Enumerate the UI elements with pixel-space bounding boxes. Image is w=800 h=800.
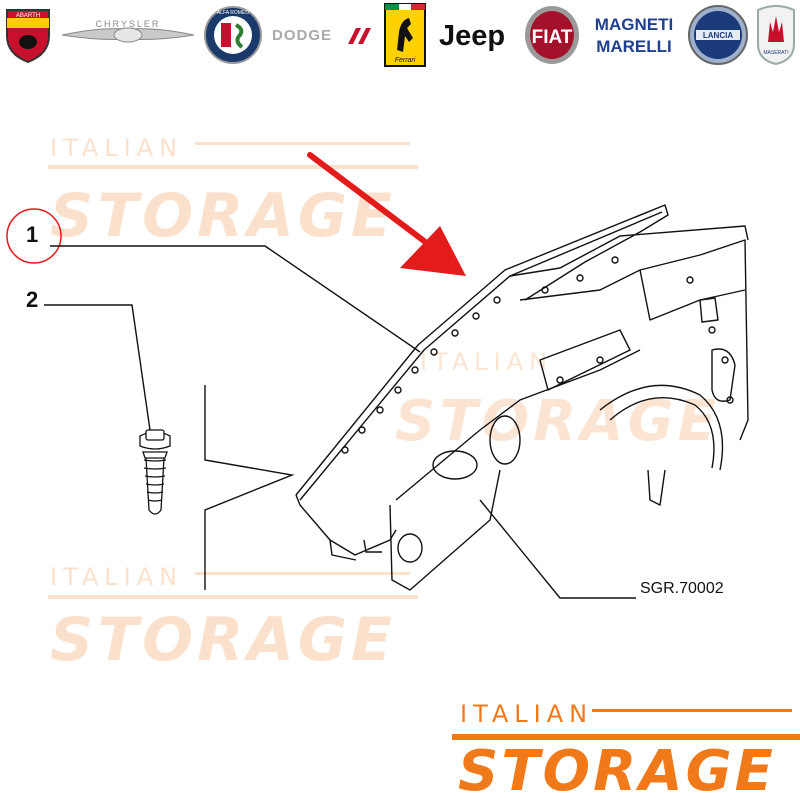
italian-storage-logo: ITALIAN STORAGE xyxy=(452,700,800,800)
ferrari-logo: Ferrari xyxy=(382,3,428,67)
callout-1-circle xyxy=(6,208,62,264)
reference-code: SGR.70002 xyxy=(640,580,724,597)
red-pointer-arrow xyxy=(307,152,466,276)
watermark-upper: ITALIAN STORAGE xyxy=(48,134,418,251)
lancia-logo: LANCIA xyxy=(686,4,750,66)
svg-text:CHRYSLER: CHRYSLER xyxy=(96,19,161,29)
svg-text:MAGNETI: MAGNETI xyxy=(595,15,673,34)
callout-2-leader xyxy=(44,304,151,431)
svg-text:ITALIAN: ITALIAN xyxy=(420,348,553,376)
fender-panel-part xyxy=(295,204,749,591)
watermark-lower: ITALIAN STORAGE xyxy=(48,563,418,675)
watermark-middle: ITALIAN STORAGE xyxy=(395,348,720,454)
dodge-logo: DODGE xyxy=(268,4,376,66)
svg-text:MASERATI: MASERATI xyxy=(763,50,788,56)
jeep-logo: Jeep xyxy=(430,4,514,66)
svg-text:Ferrari: Ferrari xyxy=(395,57,416,64)
svg-text:ALFA ROMEO: ALFA ROMEO xyxy=(217,10,249,16)
callout-2-label: 2 xyxy=(26,287,39,312)
chrysler-logo: CHRYSLER xyxy=(60,4,196,66)
svg-text:LANCIA: LANCIA xyxy=(703,31,733,40)
svg-text:STORAGE: STORAGE xyxy=(395,389,720,454)
svg-text:MARELLI: MARELLI xyxy=(596,37,672,56)
svg-text:ITALIAN: ITALIAN xyxy=(50,563,183,591)
brand-logo-bar: ABARTH CHRYSLER ALFA ROMEO DODGE xyxy=(0,0,800,72)
abarth-logo: ABARTH xyxy=(2,4,54,66)
magneti-marelli-logo: MAGNETI MARELLI xyxy=(588,4,680,66)
callout-2-bracket xyxy=(204,385,295,590)
svg-text:ITALIAN: ITALIAN xyxy=(50,134,183,162)
svg-text:ITALIAN: ITALIAN xyxy=(460,700,593,728)
svg-text:FIAT: FIAT xyxy=(532,27,573,48)
callout-2-group xyxy=(44,304,295,590)
abarth-text: ABARTH xyxy=(16,13,40,19)
alfa-romeo-logo: ALFA ROMEO xyxy=(202,4,264,66)
callout-1-label: 1 xyxy=(26,222,39,247)
callout-1-group xyxy=(6,208,421,353)
svg-text:Jeep: Jeep xyxy=(439,20,505,52)
callout-1-leader xyxy=(50,245,421,353)
svg-text:STORAGE: STORAGE xyxy=(50,605,396,675)
parts-diagram: ITALIAN STORAGE ITALIAN STORAGE ITALIAN … xyxy=(6,134,800,800)
screw-part xyxy=(139,429,171,515)
svg-text:STORAGE: STORAGE xyxy=(50,181,396,251)
maserati-logo: MASERATI xyxy=(754,4,798,66)
svg-text:DODGE: DODGE xyxy=(272,27,332,44)
fiat-logo: FIAT xyxy=(522,4,582,66)
svg-text:STORAGE: STORAGE xyxy=(458,739,776,800)
reference-leader xyxy=(479,499,636,599)
